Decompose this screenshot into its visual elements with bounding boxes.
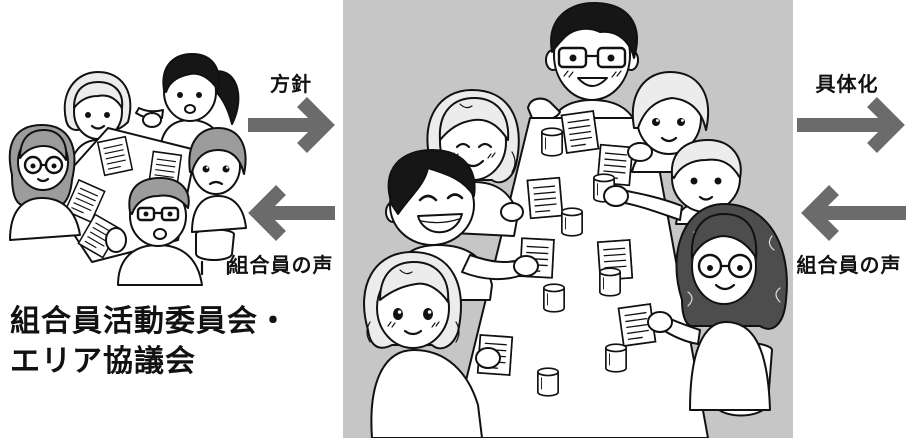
hand [475, 347, 501, 369]
hair-bangs [379, 261, 450, 303]
hair [188, 127, 247, 175]
eyes [652, 118, 685, 126]
person-figure-dark-curly-hair-woman [647, 203, 788, 411]
eyes [202, 165, 230, 173]
hair-bangs [690, 213, 758, 259]
paper-sheet [96, 135, 134, 177]
left-section-title: 組合員活動委員会・ エリア協議会 [10, 302, 330, 382]
mouth [577, 77, 608, 87]
hand [603, 185, 629, 207]
mouth [714, 283, 736, 291]
hair [162, 53, 220, 93]
hair [670, 139, 742, 179]
cup [560, 207, 584, 237]
body [191, 195, 247, 233]
person-figure-short-hair-woman [188, 127, 247, 233]
mouth [698, 195, 714, 201]
blush-marks [563, 70, 622, 78]
arrow-right-icon [248, 97, 335, 153]
person-figure-glasses-man [105, 177, 203, 286]
hair [128, 177, 190, 215]
mouth [90, 124, 106, 130]
eyes [393, 308, 433, 320]
left-meeting-illustration [8, 53, 247, 286]
cup [540, 127, 564, 157]
glasses [23, 155, 64, 175]
cup [598, 267, 622, 297]
hair-bangs [438, 97, 510, 141]
hair-bangs [19, 129, 68, 161]
hair-texture [366, 269, 460, 343]
eye [707, 265, 713, 271]
hand [142, 112, 162, 128]
glasses [136, 206, 180, 222]
blush-marks [387, 321, 440, 328]
hair [550, 1, 638, 59]
arrow-right-icon [797, 97, 905, 153]
person-figure-curly-hair-woman [363, 251, 501, 438]
paper-sheet [560, 110, 600, 154]
member-voice-arrow-label-right: 組合員の声 [796, 253, 902, 277]
center-meeting-illustration [363, 1, 788, 438]
eye [143, 211, 149, 217]
title-line-1: 組合員活動委員会・ [10, 304, 289, 339]
mouth [208, 180, 224, 186]
implementation-arrow-label: 具体化 [815, 72, 879, 96]
eyes [418, 193, 464, 202]
member-voice-arrow-label-left: 組合員の声 [228, 253, 334, 277]
hair-texture [687, 231, 781, 307]
mouth [184, 104, 196, 114]
hair [387, 149, 476, 215]
eye [607, 54, 615, 62]
eye [690, 177, 698, 185]
eye [51, 163, 57, 169]
cup [604, 343, 628, 373]
eye [737, 265, 743, 271]
paper-sheet [526, 176, 564, 220]
glasses [697, 253, 753, 279]
mouth [36, 177, 50, 183]
cup [542, 283, 566, 313]
body [9, 197, 81, 241]
person-figure-ponytail-woman [135, 53, 240, 151]
cup [536, 367, 560, 397]
eye [569, 54, 577, 62]
eye [30, 163, 36, 169]
mouth [153, 228, 167, 240]
title-line-2: エリア協議会 [10, 344, 196, 379]
hand [627, 142, 653, 162]
body [689, 321, 771, 411]
arrow-left-icon [801, 185, 906, 241]
policy-arrow-label: 方針 [270, 72, 312, 96]
hand [647, 311, 673, 333]
person-figure-glasses-woman [8, 124, 81, 241]
hair-bangs [73, 81, 124, 109]
glasses [557, 46, 627, 69]
hand [500, 202, 524, 222]
eye [714, 177, 722, 185]
eyes [85, 112, 110, 118]
eyes [455, 142, 493, 149]
hand [513, 255, 539, 277]
arrow-left-icon [248, 185, 335, 241]
mouth [660, 136, 678, 143]
mouth [403, 329, 423, 336]
hair [631, 71, 710, 131]
body [370, 349, 483, 438]
eyes [177, 92, 202, 98]
teeth-line [420, 218, 460, 224]
eye [167, 211, 173, 217]
hand [105, 227, 127, 253]
